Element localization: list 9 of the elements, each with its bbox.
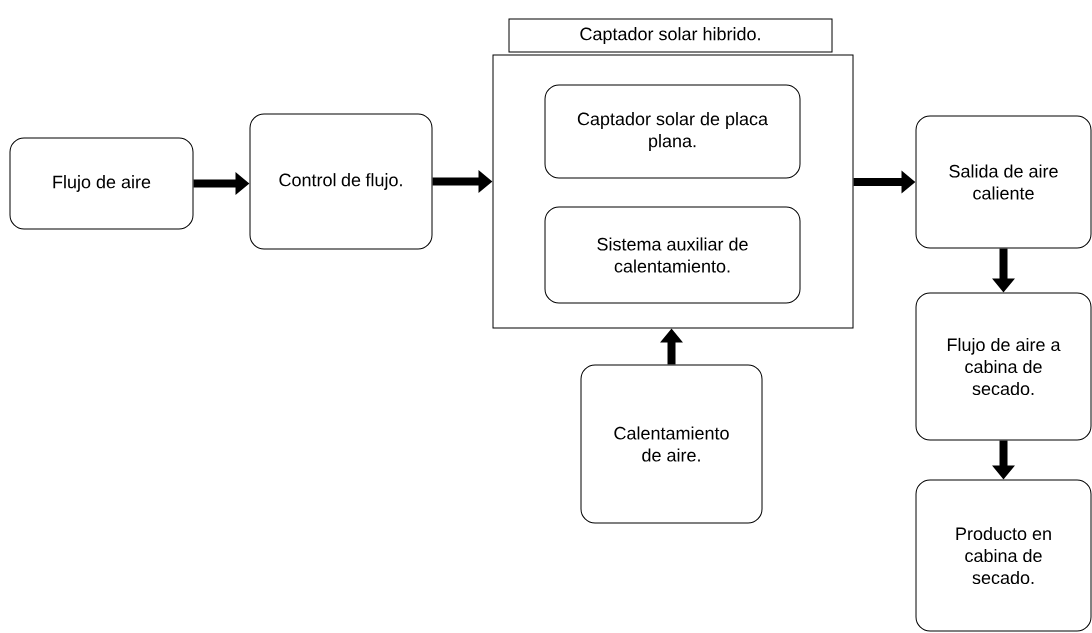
process-box: Flujo de aire a cabina de secado. bbox=[915, 292, 1092, 441]
process-box: Calentamiento de aire. bbox=[580, 364, 763, 524]
process-box: Captador solar de placa plana. bbox=[544, 84, 801, 179]
process-box: Salida de aire caliente bbox=[915, 115, 1092, 249]
process-box: Producto en cabina de secado. bbox=[915, 479, 1092, 632]
process-box: Flujo de aire bbox=[9, 137, 194, 230]
process-box: Control de flujo. bbox=[249, 113, 433, 250]
process-box: Sistema auxiliar de calentamiento. bbox=[544, 206, 801, 304]
title-box: Captador solar hibrido. bbox=[508, 18, 833, 53]
